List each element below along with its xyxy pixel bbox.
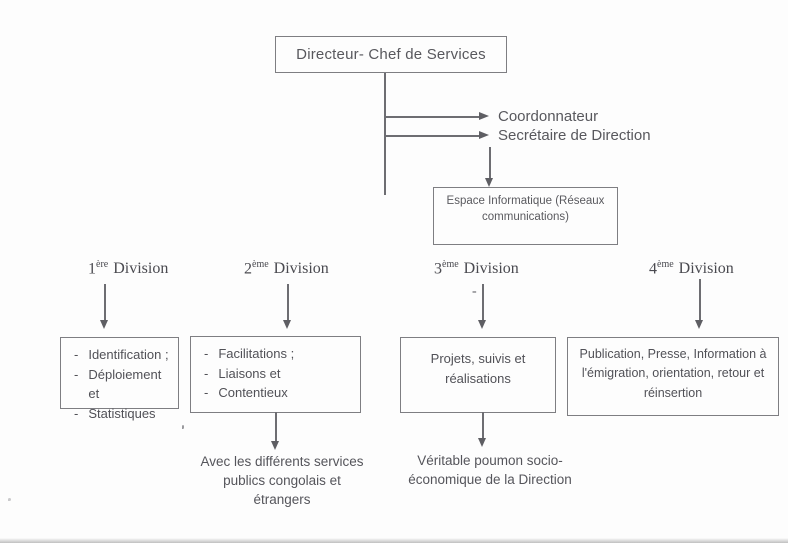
division-4-arrowhead-icon: [695, 320, 703, 329]
division-2-box: - Facilitations ; - Liaisons et - Conten…: [190, 336, 361, 413]
division-4-box: Publication, Presse, Information à l'émi…: [567, 337, 779, 416]
division-2-note-connector-line: [275, 412, 277, 443]
division-4-connector-line: [699, 279, 701, 322]
secretary-label: Secrétaire de Direction: [498, 127, 651, 144]
secretary-arrowhead-icon: [479, 131, 489, 139]
division-4-number: 4: [649, 260, 657, 278]
it-box: Espace Informatique (Réseaux communicati…: [433, 187, 618, 245]
bullet-dash: -: [74, 405, 79, 421]
division-1-ordinal: ère: [96, 259, 109, 270]
division-3-word: Division: [463, 260, 519, 278]
division-2-arrowhead-icon: [283, 320, 291, 329]
division-1-number: 1: [88, 260, 96, 278]
division-2-ordinal: ème: [252, 259, 269, 270]
division-3-connector-line: [482, 284, 484, 322]
division-3-box: Projets, suivis et réalisations: [400, 337, 556, 413]
division-3-ordinal: ème: [442, 259, 459, 270]
it-arrowhead-icon: [485, 178, 493, 187]
scan-speck: [8, 498, 11, 501]
division-4-label: 4ème Division: [649, 259, 734, 278]
division-2-note: Avec les différents services publics con…: [200, 454, 364, 507]
scan-speck: [182, 425, 184, 429]
it-box-label: Espace Informatique (Réseaux communicati…: [446, 195, 605, 224]
stray-dash: -: [472, 284, 477, 299]
division-2-word: Division: [273, 260, 329, 278]
coordinator-connector-line: [385, 116, 480, 118]
division-3-label: 3ème Division: [434, 259, 519, 278]
secretary-connector-line: [385, 135, 480, 137]
division-2-note-arrowhead-icon: [271, 441, 279, 450]
division-3-number: 3: [434, 260, 442, 278]
division-4-word: Division: [678, 260, 734, 278]
division-2-connector-line: [287, 284, 289, 322]
scan-edge-shadow: [0, 538, 788, 543]
division-1-item: - Déploiement et: [74, 365, 174, 404]
coordinator-arrowhead-icon: [479, 112, 489, 120]
bullet-dash: -: [74, 347, 79, 362]
division-3-arrowhead-icon: [478, 320, 486, 329]
division-1-connector-line: [104, 284, 106, 322]
division-1-word: Division: [113, 260, 169, 278]
division-3-text: Projets, suivis et réalisations: [430, 351, 526, 386]
division-4-ordinal: ème: [657, 259, 674, 270]
director-box-label: Directeur- Chef de Services: [296, 46, 486, 63]
trunk-connector-line: [384, 73, 386, 195]
division-3-note-connector-line: [482, 412, 484, 440]
division-3-note-arrowhead-icon: [478, 438, 486, 447]
division-2-item: - Facilitations ;: [204, 344, 356, 364]
division-2-item: - Contentieux: [204, 383, 356, 403]
division-2-label: 2ème Division: [244, 259, 329, 278]
division-2-number: 2: [244, 260, 252, 278]
bullet-dash: -: [204, 385, 209, 400]
coordinator-label: Coordonnateur: [498, 108, 599, 125]
director-box: Directeur- Chef de Services: [275, 36, 507, 73]
division-1-item: - Identification ;: [74, 345, 174, 365]
it-connector-line: [489, 147, 491, 180]
bullet-dash: -: [74, 366, 79, 382]
division-2-item: - Liaisons et: [204, 364, 356, 384]
bullet-dash: -: [204, 346, 209, 361]
division-1-arrowhead-icon: [100, 320, 108, 329]
division-3-note: Véritable poumon socio-économique de la …: [408, 453, 572, 487]
division-1-item: - Statistiques: [74, 404, 174, 424]
division-4-text: Publication, Presse, Information à l'émi…: [579, 347, 767, 400]
division-1-label: 1ère Division: [88, 259, 168, 278]
bullet-dash: -: [204, 365, 209, 381]
division-1-box: - Identification ; - Déploiement et - St…: [60, 337, 179, 421]
